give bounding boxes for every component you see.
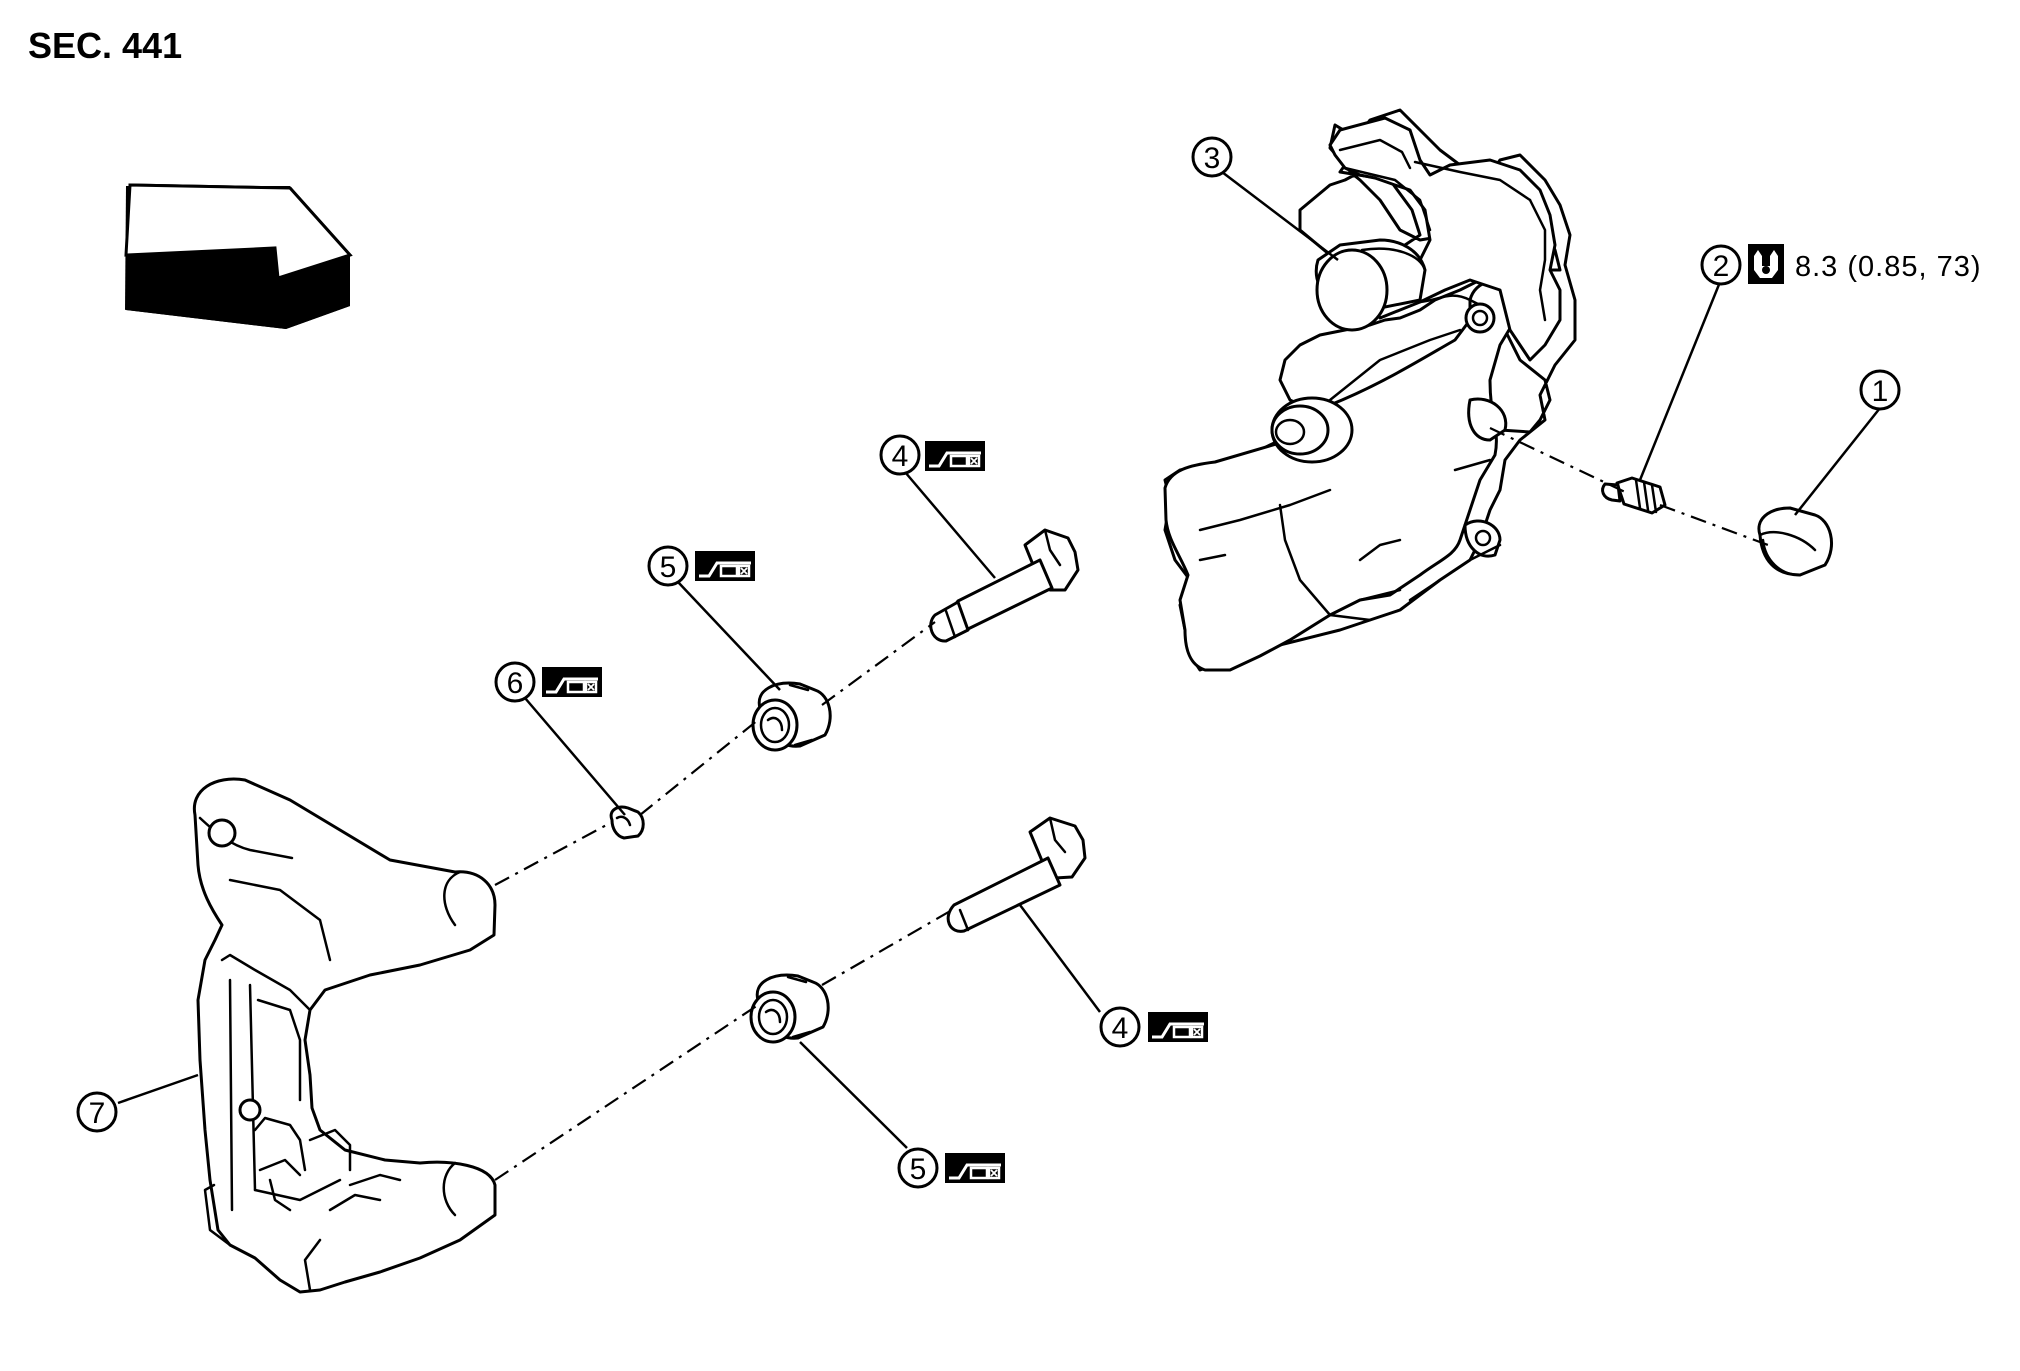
- section-label: SEC. 441: [28, 25, 182, 66]
- leader-lines: [117, 171, 1881, 1149]
- callout-1: 1: [1859, 369, 1901, 411]
- svg-text:2: 2: [1713, 250, 1730, 283]
- assembly-axis-lines: [494, 427, 1769, 1181]
- torque-spec: 8.3 (0.85, 73): [1795, 251, 1982, 283]
- svg-text:4: 4: [892, 440, 909, 473]
- callout-4-lower: 4: [1099, 1006, 1208, 1048]
- svg-text:5: 5: [910, 1153, 927, 1186]
- callout-5-upper: 5: [647, 545, 755, 587]
- callout-4-upper: 4: [879, 434, 985, 476]
- callout-3: 3: [1191, 136, 1233, 178]
- slide-pin-upper: [929, 528, 1080, 643]
- bushing: [609, 805, 645, 840]
- callout-2: 2 8.3 (0.85, 73): [1700, 244, 1982, 286]
- slide-pin-lower: [946, 816, 1087, 933]
- grease-application-icon: [542, 667, 602, 697]
- svg-text:4: 4: [1112, 1012, 1129, 1045]
- bleed-valve-cap: [1757, 506, 1834, 577]
- svg-text:3: 3: [1204, 142, 1221, 175]
- caliper-piston: [1314, 238, 1427, 332]
- bleed-valve: [1601, 476, 1667, 515]
- grease-application-icon: [1148, 1012, 1208, 1042]
- grease-application-icon: [695, 551, 755, 581]
- torque-member: [192, 777, 497, 1294]
- callout-7: 7: [76, 1091, 118, 1133]
- tightening-torque-icon: [1748, 244, 1784, 284]
- pin-boot-lower: [749, 973, 830, 1044]
- front-direction-arrow-icon: [124, 183, 353, 329]
- svg-text:1: 1: [1872, 375, 1889, 408]
- caliper-body: [1163, 108, 1577, 672]
- svg-text:6: 6: [507, 667, 524, 700]
- pin-boot-upper: [751, 681, 832, 752]
- svg-text:5: 5: [660, 551, 677, 584]
- grease-application-icon: [945, 1153, 1005, 1183]
- callout-5-lower: 5: [897, 1147, 1005, 1189]
- callout-6: 6: [494, 661, 602, 703]
- svg-text:7: 7: [89, 1097, 106, 1130]
- grease-application-icon: [925, 441, 985, 471]
